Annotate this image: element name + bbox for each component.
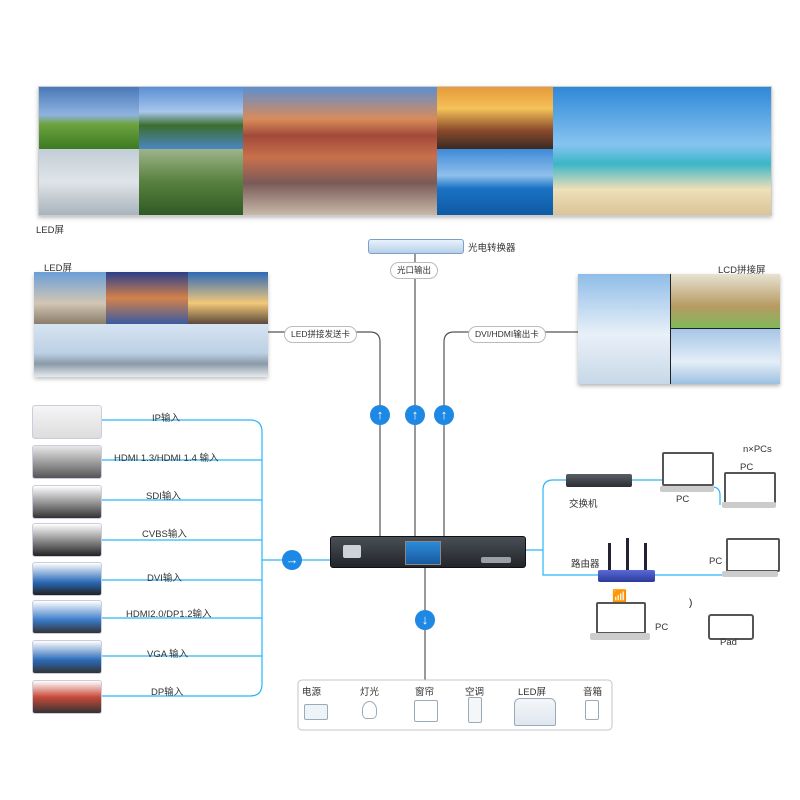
dual-monitor-icon bbox=[32, 600, 102, 634]
ip-camera-icon bbox=[32, 405, 102, 439]
input-label-dvi: DVI输入 bbox=[147, 573, 182, 584]
left-led-label: LED屏 bbox=[44, 263, 72, 274]
up-arrow-icon: ↑ bbox=[370, 405, 390, 425]
up-arrow-icon: ↑ bbox=[434, 405, 454, 425]
optical-converter bbox=[368, 239, 464, 254]
left-led-screen bbox=[34, 272, 268, 377]
control-label-curtain: 窗帘 bbox=[415, 687, 435, 698]
hdmi-player-icon bbox=[32, 445, 102, 479]
video-processor-unit bbox=[330, 536, 526, 568]
up-arrow-icon: ↑ bbox=[405, 405, 425, 425]
desktop-pc-icon bbox=[32, 562, 102, 596]
input-label-ip: IP输入 bbox=[152, 413, 180, 424]
cvbs-box-icon bbox=[32, 523, 102, 557]
input-label-vga: VGA 输入 bbox=[147, 649, 189, 660]
input-label-sdi: SDI输入 bbox=[146, 491, 181, 502]
pc-label: PC bbox=[676, 494, 690, 505]
top-led-label: LED屏 bbox=[36, 225, 64, 236]
pcs-count-label: n×PCs bbox=[743, 444, 772, 455]
speaker-icon bbox=[585, 700, 599, 720]
right-arrow-icon: → bbox=[282, 550, 302, 570]
laptop-base-icon bbox=[590, 633, 650, 640]
pc-label: PC bbox=[709, 556, 723, 567]
power-panel-icon bbox=[304, 704, 328, 720]
input-label-hdmi20: HDMI2.0/DP1.2输入 bbox=[126, 609, 212, 620]
pc-keyboard-icon bbox=[722, 502, 776, 508]
wifi-icon: ) bbox=[689, 598, 693, 609]
top-led-screen bbox=[38, 86, 772, 216]
led-sending-card-label: LED拼接发送卡 bbox=[284, 326, 358, 343]
control-label-led: LED屏 bbox=[518, 687, 546, 698]
pc-keyboard-icon bbox=[722, 571, 778, 577]
video-camera-icon bbox=[32, 485, 102, 519]
pc-monitor-icon bbox=[662, 452, 714, 486]
control-label-speaker: 音箱 bbox=[583, 687, 603, 698]
pc-monitor-icon bbox=[726, 538, 780, 572]
router-label: 路由器 bbox=[571, 559, 600, 570]
tablet-icon bbox=[708, 614, 754, 640]
router-antenna-icon bbox=[644, 543, 647, 570]
dp-monitor-icon bbox=[32, 680, 102, 714]
lcd-wall-label: LCD拼接屏 bbox=[718, 265, 766, 276]
laptop-icon bbox=[596, 602, 646, 634]
converter-label: 光电转换器 bbox=[468, 243, 516, 254]
network-switch-icon bbox=[566, 474, 632, 487]
lcd-splicing-wall bbox=[578, 274, 780, 384]
pc-monitor-icon bbox=[724, 472, 776, 504]
router-antenna-icon bbox=[608, 543, 611, 570]
pad-label: Pad bbox=[720, 637, 737, 648]
router-antenna-icon bbox=[626, 538, 629, 570]
vga-monitor-icon bbox=[32, 640, 102, 674]
optical-port-label: 光口输出 bbox=[390, 262, 439, 279]
pc-label: PC bbox=[740, 462, 754, 473]
pc-keyboard-icon bbox=[660, 486, 714, 492]
input-label-dp: DP输入 bbox=[151, 687, 184, 698]
input-label-hdmi14: HDMI 1.3/HDMI 1.4 输入 bbox=[114, 453, 219, 464]
led-screen-icon bbox=[514, 698, 556, 726]
control-label-light: 灯光 bbox=[360, 687, 380, 698]
control-label-aircon: 空调 bbox=[465, 687, 485, 698]
laptop-pc-label: PC bbox=[655, 622, 669, 633]
light-bulb-icon bbox=[362, 701, 377, 719]
control-label-power: 电源 bbox=[302, 687, 322, 698]
input-label-cvbs: CVBS输入 bbox=[142, 529, 187, 540]
wifi-icon: 📶 bbox=[612, 589, 627, 603]
switch-label: 交换机 bbox=[569, 499, 598, 510]
curtain-icon bbox=[414, 700, 438, 722]
router-icon bbox=[598, 570, 655, 582]
dvi-hdmi-card-label: DVI/HDMI输出卡 bbox=[468, 326, 546, 343]
down-arrow-icon: ↓ bbox=[415, 610, 435, 630]
air-conditioner-icon bbox=[468, 697, 482, 723]
